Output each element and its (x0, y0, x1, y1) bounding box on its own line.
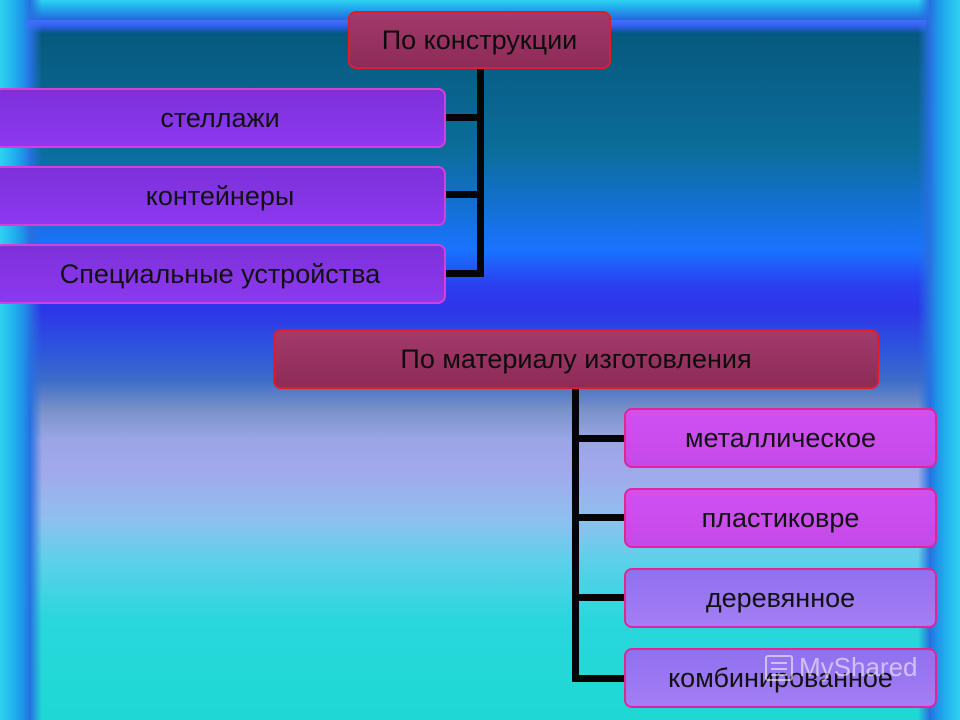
connector-line (444, 270, 484, 277)
node-label: металлическое (684, 422, 877, 453)
node-label: пластиковре (701, 502, 860, 533)
connector-line (572, 435, 628, 442)
node-construction: По конструкции (348, 11, 611, 69)
node-label: По конструкции (381, 24, 578, 55)
node-material: По материалу изготовления (273, 329, 879, 389)
connector-line (477, 68, 484, 277)
connector-line (572, 675, 628, 682)
watermark-text: MyShared (799, 652, 918, 682)
connector-line (572, 514, 628, 521)
node-combined: комбинированное (624, 648, 937, 708)
node-metal: металлическое (624, 408, 937, 468)
connector-line (572, 388, 579, 682)
presentation-icon (765, 654, 793, 681)
node-containers: контейнеры (0, 166, 446, 226)
node-label: деревянное (705, 582, 856, 613)
node-label: контейнеры (145, 180, 295, 211)
watermark: MyShared (765, 652, 918, 683)
node-label: Специальные устройства (59, 258, 381, 289)
node-label: стеллажи (160, 102, 280, 133)
connector-line (444, 114, 484, 121)
node-label: По материалу изготовления (400, 343, 752, 374)
node-racks: стеллажи (0, 88, 446, 148)
connector-line (444, 191, 484, 198)
node-plastic: пластиковре (624, 488, 937, 548)
node-special-devices: Специальные устройства (0, 244, 446, 304)
node-wooden: деревянное (624, 568, 937, 628)
node-label: комбинированное (668, 662, 893, 693)
connector-line (572, 594, 628, 601)
